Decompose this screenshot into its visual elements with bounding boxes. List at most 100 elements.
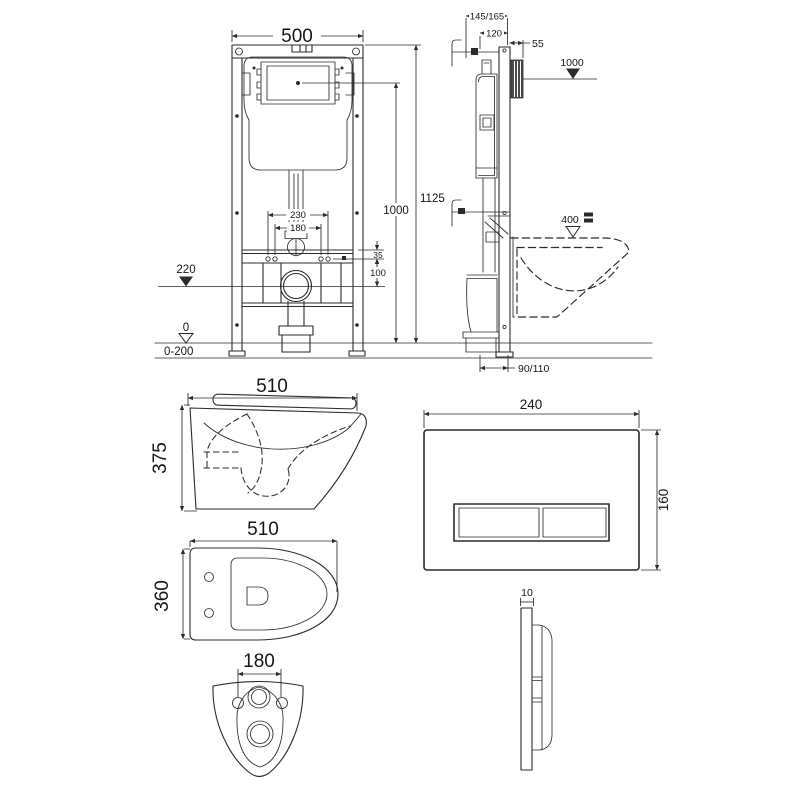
plate-width-label: 240	[520, 397, 543, 412]
dim-pan-depth-side: 510	[187, 376, 358, 411]
dim-plate-width: 240	[423, 397, 640, 428]
outlet-level-marker	[179, 276, 193, 287]
pan-side-rim-line	[203, 413, 362, 450]
dim-fixing-to-outlet: 100	[366, 258, 390, 287]
pan-rear-fixing-holes	[232, 697, 288, 709]
actuation-height-label-front: 1000	[383, 205, 409, 217]
dim-fixing-span-inner: 180	[274, 222, 322, 255]
cistern-and-access-window	[241, 56, 355, 171]
pan-rear-teardrop	[236, 686, 284, 768]
rim-level-marker	[565, 226, 581, 238]
rim-height-label: 400	[561, 214, 579, 226]
dim-pan-height: 375	[150, 404, 197, 512]
fixing-span-outer-label: 230	[290, 210, 306, 221]
frame-depth-range-label: 145/165	[470, 12, 504, 23]
dim-fixing-centres: 180	[237, 651, 282, 697]
frame-front-view: 500 1125 1000 230 180	[158, 26, 445, 358]
anchor-fittings	[458, 48, 478, 214]
fixing-span-inner-label: 180	[290, 223, 306, 234]
dim-frame-depth: 120	[479, 27, 508, 49]
flush-buttons-frame	[453, 503, 610, 542]
pan-fixing-holes	[265, 256, 331, 262]
frame-width-label: 500	[281, 26, 313, 47]
bar-stud	[342, 256, 346, 260]
pan-depth-label-side: 510	[256, 376, 288, 397]
pan-side-trapway	[203, 413, 351, 497]
drain-elbow	[462, 274, 500, 353]
dim-frame-width: 500	[231, 26, 364, 47]
dim-180r-extensions	[237, 669, 282, 697]
dim-510b-extensions	[189, 541, 338, 592]
dim-frame-height: 1125	[365, 44, 445, 344]
pan-top-fixing-holes	[204, 572, 214, 618]
flush-plate-wall-block-stripes	[514, 61, 521, 97]
pan-mounting-face	[509, 236, 514, 318]
fixing-centres-label: 180	[243, 651, 275, 672]
flush-button-large	[458, 507, 540, 538]
dim-fixing-span-outer: 230	[267, 209, 329, 255]
floor-level-marker	[178, 333, 194, 344]
frame-bolts	[235, 47, 360, 56]
dim-230-extensions	[267, 211, 329, 255]
fixing-to-outlet-label: 100	[370, 268, 386, 279]
dim-plate-offset: 55	[509, 38, 544, 58]
foot-adjustment-label: 0-200	[164, 346, 193, 358]
frame-height-label: 1125	[420, 193, 445, 205]
flush-button-small	[542, 507, 607, 538]
dim-frame-depth-range: 145/165	[465, 10, 508, 58]
pan-rear-outline	[212, 680, 304, 778]
pan-top-view: 510 360	[152, 519, 339, 641]
plate-thickness-label: 10	[521, 587, 533, 599]
pan-side-outline	[189, 407, 367, 510]
dim-240-extensions	[423, 410, 640, 428]
support-bar-offset-label: 35	[373, 250, 383, 260]
flush-plate-front-view: 240 160	[423, 397, 671, 571]
dim-plate-height: 160	[641, 429, 671, 571]
dim-375-extensions	[184, 404, 197, 512]
pan-height-label: 375	[150, 442, 171, 474]
rim-height-glyph-icon	[584, 212, 593, 223]
level-floor-zero: 0	[178, 322, 194, 344]
outlet-offset-label: 90/110	[518, 363, 549, 375]
pan-side-view: 510 375	[150, 376, 367, 512]
pan-top-water-spot	[246, 586, 269, 606]
pan-rear-inlet-outlet	[246, 685, 274, 748]
dim-pan-width: 360	[152, 548, 190, 640]
plate-offset-label: 55	[532, 38, 544, 50]
flush-plate-side-view: 10	[520, 587, 553, 771]
dim-plate-thickness: 10	[520, 587, 534, 606]
pan-top-outline	[189, 547, 339, 641]
frame-side-view: 145/165 120 55 1000 400 90/110	[451, 10, 630, 375]
waste-outlet	[278, 270, 314, 353]
actuation-level-marker	[566, 68, 580, 79]
dim-pan-depth-top: 510	[189, 519, 338, 592]
frame-structure	[228, 44, 366, 357]
dim-outlet-offset: 90/110	[479, 355, 549, 375]
actuation-height-label-side: 1000	[560, 57, 584, 69]
flush-plate-side-panel	[520, 607, 533, 771]
outlet-height-label: 220	[176, 264, 195, 276]
plate-height-label: 160	[656, 489, 671, 512]
dim-actuation-height-front: 1000	[302, 82, 413, 344]
level-actuation-side: 1000	[523, 57, 597, 80]
floor-lines	[154, 342, 653, 359]
rail-screws	[235, 66, 359, 327]
wall-anchors	[451, 39, 510, 227]
pan-rear-view: 180	[212, 651, 304, 778]
flush-pipe	[284, 169, 308, 257]
cistern-side-profile	[475, 59, 498, 179]
pan-top-inner-rim	[230, 557, 328, 631]
floor-level-label: 0	[183, 322, 189, 334]
dim-55-extensions	[522, 40, 530, 58]
wall-hung-pan-outline	[510, 237, 630, 318]
side-pipes	[482, 177, 509, 273]
access-window-center-dot	[296, 81, 300, 85]
flush-plate-side-body	[531, 624, 553, 751]
plank-bolts	[502, 48, 507, 329]
frame-plank	[495, 46, 514, 358]
level-rim-height: 400	[561, 212, 593, 238]
pan-depth-label-top: 510	[247, 519, 279, 540]
pan-width-label: 360	[152, 580, 173, 612]
